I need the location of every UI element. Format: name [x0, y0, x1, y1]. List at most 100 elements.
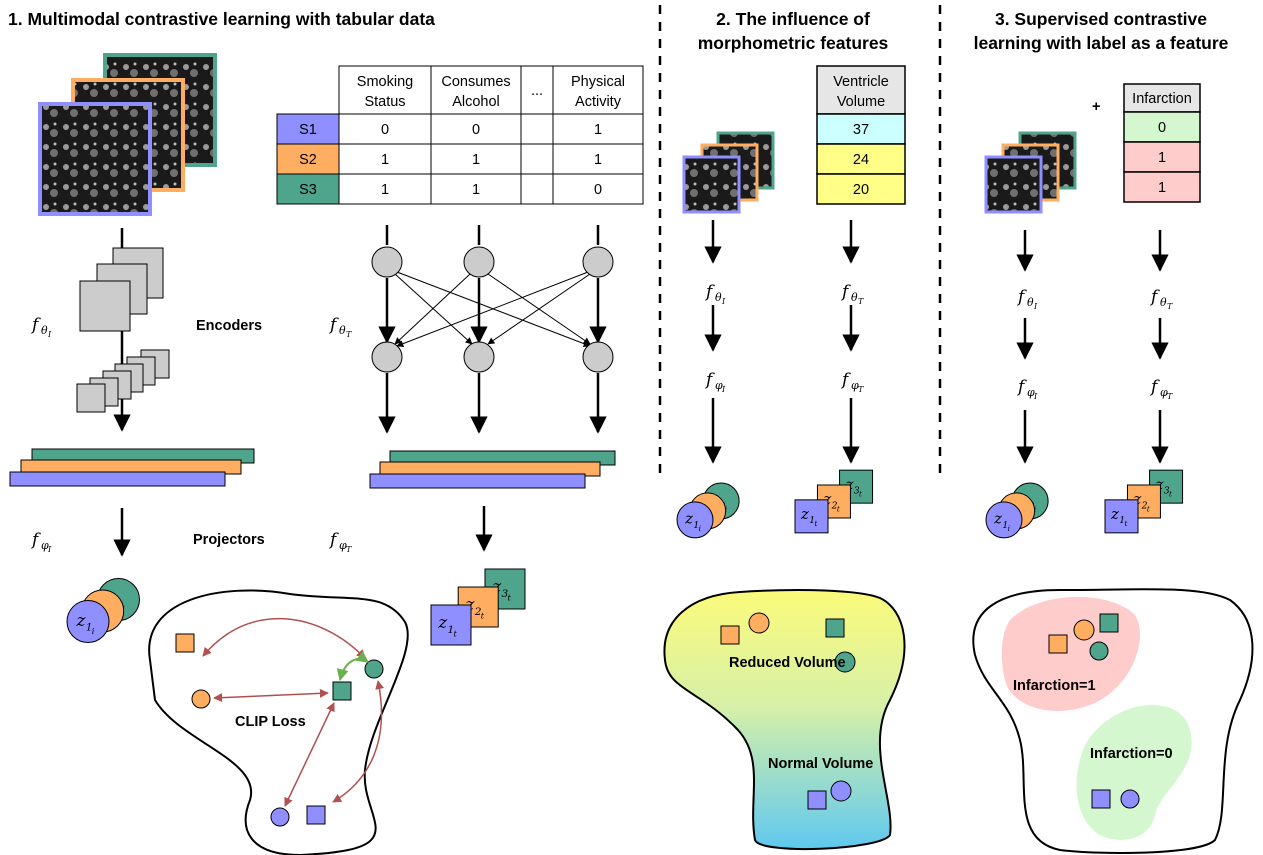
table-cell-value: 0 [472, 122, 480, 138]
table-cell-value: 1 [594, 122, 602, 138]
section3-title-line2: learning with label as a feature [974, 33, 1229, 53]
image-embeddings-bars [9, 448, 255, 487]
svg-text:f: f [30, 315, 41, 335]
s3-f-phi-i-label: f φ I [1016, 377, 1038, 401]
z-subscript: 1 [86, 622, 93, 634]
s2-image-latent-circles: z3iz2iz1i [676, 482, 740, 539]
section1-title: 1. Multimodal contrastive learning with … [8, 9, 435, 29]
svg-text:f: f [328, 530, 339, 550]
svg-text:T: T [346, 545, 352, 554]
svg-text:T: T [858, 385, 864, 394]
z-label: z [800, 505, 809, 523]
z-subscript: 2 [1141, 500, 1148, 511]
section2-title-line2: morphometric features [698, 33, 889, 53]
svg-text:θ: θ [1027, 296, 1034, 309]
z-subscript-modality: t [1124, 519, 1127, 528]
z-subscript-modality: i [92, 626, 95, 636]
z-subscript: 2 [831, 500, 838, 511]
mri-image-stack [38, 53, 217, 216]
z-subscript: 3 [854, 485, 860, 496]
tabular-data-table: SmokingStatusConsumesAlcohol...PhysicalA… [276, 65, 644, 205]
volume-header-label: Ventricle [833, 74, 889, 90]
z-subscript-modality: t [859, 489, 862, 498]
svg-text:θ: θ [41, 324, 48, 337]
table-header-label: Alcohol [452, 94, 500, 110]
z-label: z [1110, 505, 1119, 523]
table-cell [520, 113, 554, 145]
z-subscript-modality: t [508, 592, 512, 602]
z-label: z [75, 611, 86, 631]
svg-text:I: I [1033, 302, 1038, 311]
svg-text:f: f [1149, 287, 1160, 307]
infarction-cell [1123, 141, 1201, 173]
table-cell-value: 1 [472, 182, 480, 198]
table-header-cell [430, 65, 522, 115]
infarction-1-label: Infarction=1 [1013, 678, 1096, 694]
z-label: z [1132, 490, 1141, 508]
svg-text:f: f [840, 370, 851, 390]
svg-text:T: T [1167, 392, 1173, 401]
volume-value: 37 [853, 122, 869, 138]
z-subscript-modality: t [481, 610, 485, 620]
table-header-label: Consumes [441, 74, 510, 90]
table-cell [552, 143, 644, 175]
svg-text:I: I [721, 385, 726, 394]
table-header-row: SmokingStatusConsumesAlcohol...PhysicalA… [338, 65, 644, 115]
svg-text:θ: θ [851, 291, 858, 304]
f-phi-i-label: f φ I [30, 530, 52, 554]
svg-text:I: I [47, 545, 52, 554]
infarction-0-label: Infarction=0 [1090, 746, 1173, 762]
table-header-label: Activity [575, 94, 622, 110]
svg-text:T: T [1167, 302, 1173, 311]
z-label: z [844, 475, 853, 493]
table-cell-value: 1 [381, 182, 389, 198]
image-latent-circles: z3iz2iz1i [66, 578, 140, 644]
s2-f-theta-i-label: f θ I [704, 282, 726, 306]
z-subscript: 1 [693, 520, 699, 531]
row-id-label: S1 [299, 122, 317, 138]
infarction-value: 0 [1158, 120, 1166, 136]
projectors-label: Projectors [193, 532, 265, 548]
z-tabular-square [430, 604, 472, 646]
svg-text:φ: φ [1160, 386, 1168, 399]
svg-text:φ: φ [851, 379, 859, 392]
z-subscript-modality: t [454, 628, 458, 638]
svg-text:φ: φ [1027, 386, 1035, 399]
z-subscript-modality: t [814, 519, 817, 528]
svg-text:I: I [47, 330, 52, 339]
table-cell [430, 173, 522, 205]
svg-text:θ: θ [339, 324, 346, 337]
z-label: z [684, 510, 693, 528]
volume-header-cell [816, 65, 906, 115]
volume-header-label: Volume [837, 94, 885, 110]
z-subscript: 1 [1119, 515, 1125, 526]
tabular-encoder-mlp [371, 225, 614, 434]
volume-value: 24 [853, 152, 869, 168]
row-id-label: S2 [299, 152, 317, 168]
encoders-label: Encoders [196, 318, 262, 334]
svg-text:f: f [704, 282, 715, 302]
z-subscript: 2 [474, 606, 482, 618]
table-cell [552, 113, 644, 145]
table-header-label: Smoking [357, 74, 413, 90]
svg-text:I: I [1033, 392, 1038, 401]
infarction-cell [1123, 111, 1201, 143]
f-phi-t-label: f φ T [328, 530, 352, 554]
z-subscript: 1 [448, 624, 455, 636]
svg-text:θ: θ [1160, 296, 1167, 309]
s2-arrows [704, 220, 860, 464]
infarction-value: 1 [1158, 150, 1166, 166]
svg-text:T: T [858, 297, 864, 306]
section2-title-line1: 2. The influence of [716, 9, 870, 29]
f-theta-t-label: f θ T [328, 315, 352, 339]
svg-text:f: f [1149, 377, 1160, 397]
